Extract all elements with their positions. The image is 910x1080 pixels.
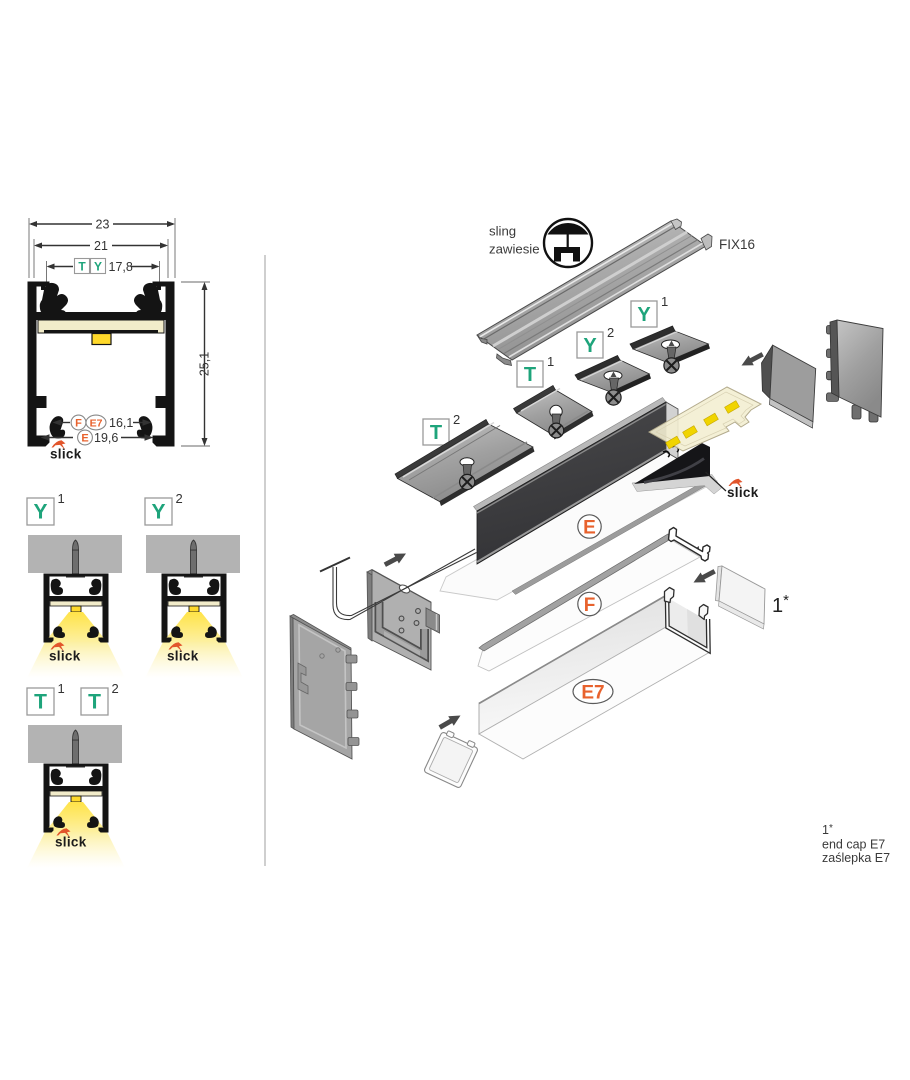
svg-text:E: E (81, 433, 88, 445)
svg-text:T: T (430, 422, 442, 444)
svg-text:Y: Y (637, 304, 651, 326)
svg-text:2: 2 (453, 412, 460, 427)
svg-text:T: T (34, 691, 47, 714)
svg-text:Y: Y (151, 501, 165, 524)
svg-text:zawiesie: zawiesie (489, 242, 540, 257)
svg-text:1: 1 (58, 681, 65, 696)
svg-text:F: F (584, 595, 596, 616)
svg-text:1: 1 (547, 354, 554, 369)
svg-text:end cap E7: end cap E7 (822, 838, 885, 852)
svg-text:zaślepka E7: zaślepka E7 (822, 851, 890, 865)
svg-text:2: 2 (607, 325, 614, 340)
svg-text:1*: 1* (772, 592, 789, 617)
svg-text:23: 23 (96, 218, 110, 232)
svg-text:1*: 1* (822, 823, 833, 837)
svg-text:E: E (583, 518, 596, 539)
svg-text:E7: E7 (90, 418, 103, 430)
svg-text:FIX16: FIX16 (719, 237, 755, 252)
svg-text:2: 2 (112, 681, 119, 696)
svg-text:F: F (75, 418, 82, 430)
svg-text:1: 1 (661, 294, 668, 309)
svg-text:Y: Y (583, 335, 597, 357)
svg-text:21: 21 (94, 239, 108, 253)
svg-text:Y: Y (94, 260, 102, 274)
svg-text:T: T (78, 260, 86, 274)
svg-text:E7: E7 (581, 683, 604, 704)
svg-text:25,1: 25,1 (198, 352, 212, 376)
svg-text:2: 2 (176, 491, 183, 506)
svg-text:sling: sling (489, 224, 516, 239)
svg-text:T: T (524, 364, 536, 386)
svg-text:T: T (88, 691, 101, 714)
svg-text:17,8: 17,8 (109, 260, 133, 274)
svg-text:1: 1 (58, 491, 65, 506)
svg-text:Y: Y (33, 501, 47, 524)
svg-text:16,1: 16,1 (109, 416, 133, 430)
svg-text:19,6: 19,6 (94, 431, 118, 445)
